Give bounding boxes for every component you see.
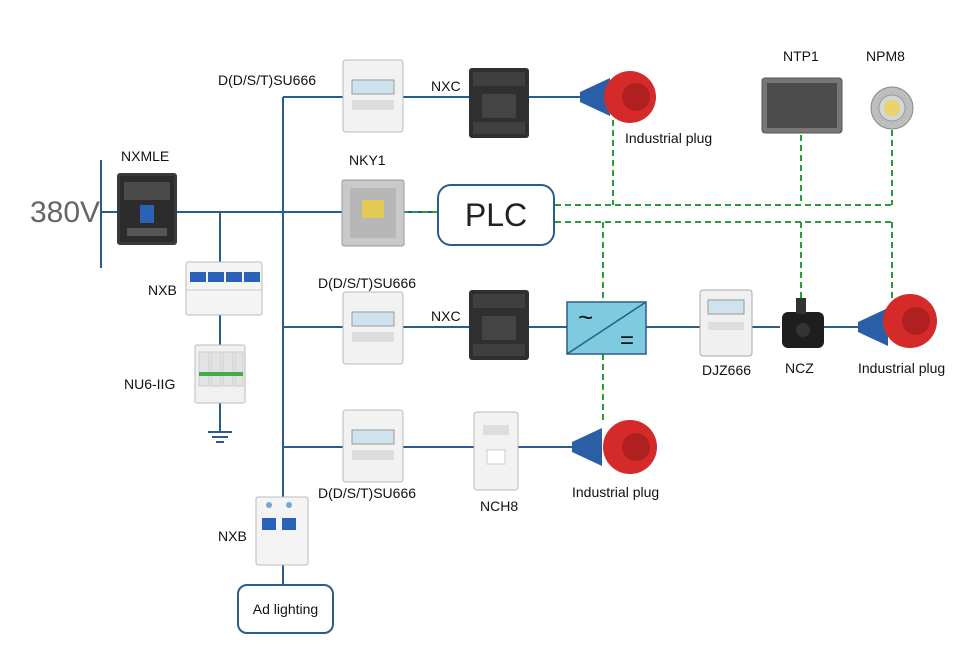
nxb-top-label: NXB [148,282,177,298]
industrial-plug-bottom [572,420,657,474]
control-lines [402,120,893,422]
voltage-label: 380V [30,196,101,229]
meter-bot [342,409,404,483]
nxc-mid-label: NXC [431,308,461,324]
nxb-bottom-label: NXB [218,528,247,544]
nky1-power-supply [341,179,405,247]
nu6-spd [194,344,246,404]
npm8-pushbutton [870,86,914,130]
ntp1-hmi-panel [761,77,843,134]
plug-right-label: Industrial plug [858,360,946,376]
nch8-label: NCH8 [480,498,519,514]
npm8-label: NPM8 [866,48,905,64]
nch8-contactor [473,411,519,491]
djz666-label: DJZ666 [702,362,752,378]
converter-dc-symbol: = [620,327,635,354]
nxmle-label: NXMLE [121,148,170,164]
plc-box: PLC [437,184,555,246]
meter-top [342,59,404,133]
nxc-top-label: NXC [431,78,461,94]
industrial-plug-right [858,294,937,348]
nu6-label: NU6-IIG [124,376,176,392]
converter-ac-symbol: ~ [578,302,594,332]
ntp1-label: NTP1 [783,48,819,64]
ncz-label: NCZ [785,360,814,376]
meter-mid [342,291,404,365]
meter-mid-label: D(D/S/T)SU666 [318,275,417,291]
industrial-plug-top [580,71,656,123]
meter-top-label: D(D/S/T)SU666 [218,72,317,88]
plug-bottom-label: Industrial plug [572,484,660,500]
nky1-label: NKY1 [349,152,386,168]
nxb-2pole-breaker [255,496,309,566]
ad-lighting-box: Ad lighting [237,584,334,634]
nxb-4pole-breaker [185,261,263,316]
nxmle-breaker [117,173,177,245]
plug-top-label: Industrial plug [625,130,713,146]
ac-dc-converter [566,301,647,355]
djz666-meter [699,289,753,357]
nxc-contactor-mid [469,290,529,360]
meter-bot-label: D(D/S/T)SU666 [318,485,417,501]
nxc-contactor-top [469,68,529,138]
ncz-relay [782,298,824,348]
